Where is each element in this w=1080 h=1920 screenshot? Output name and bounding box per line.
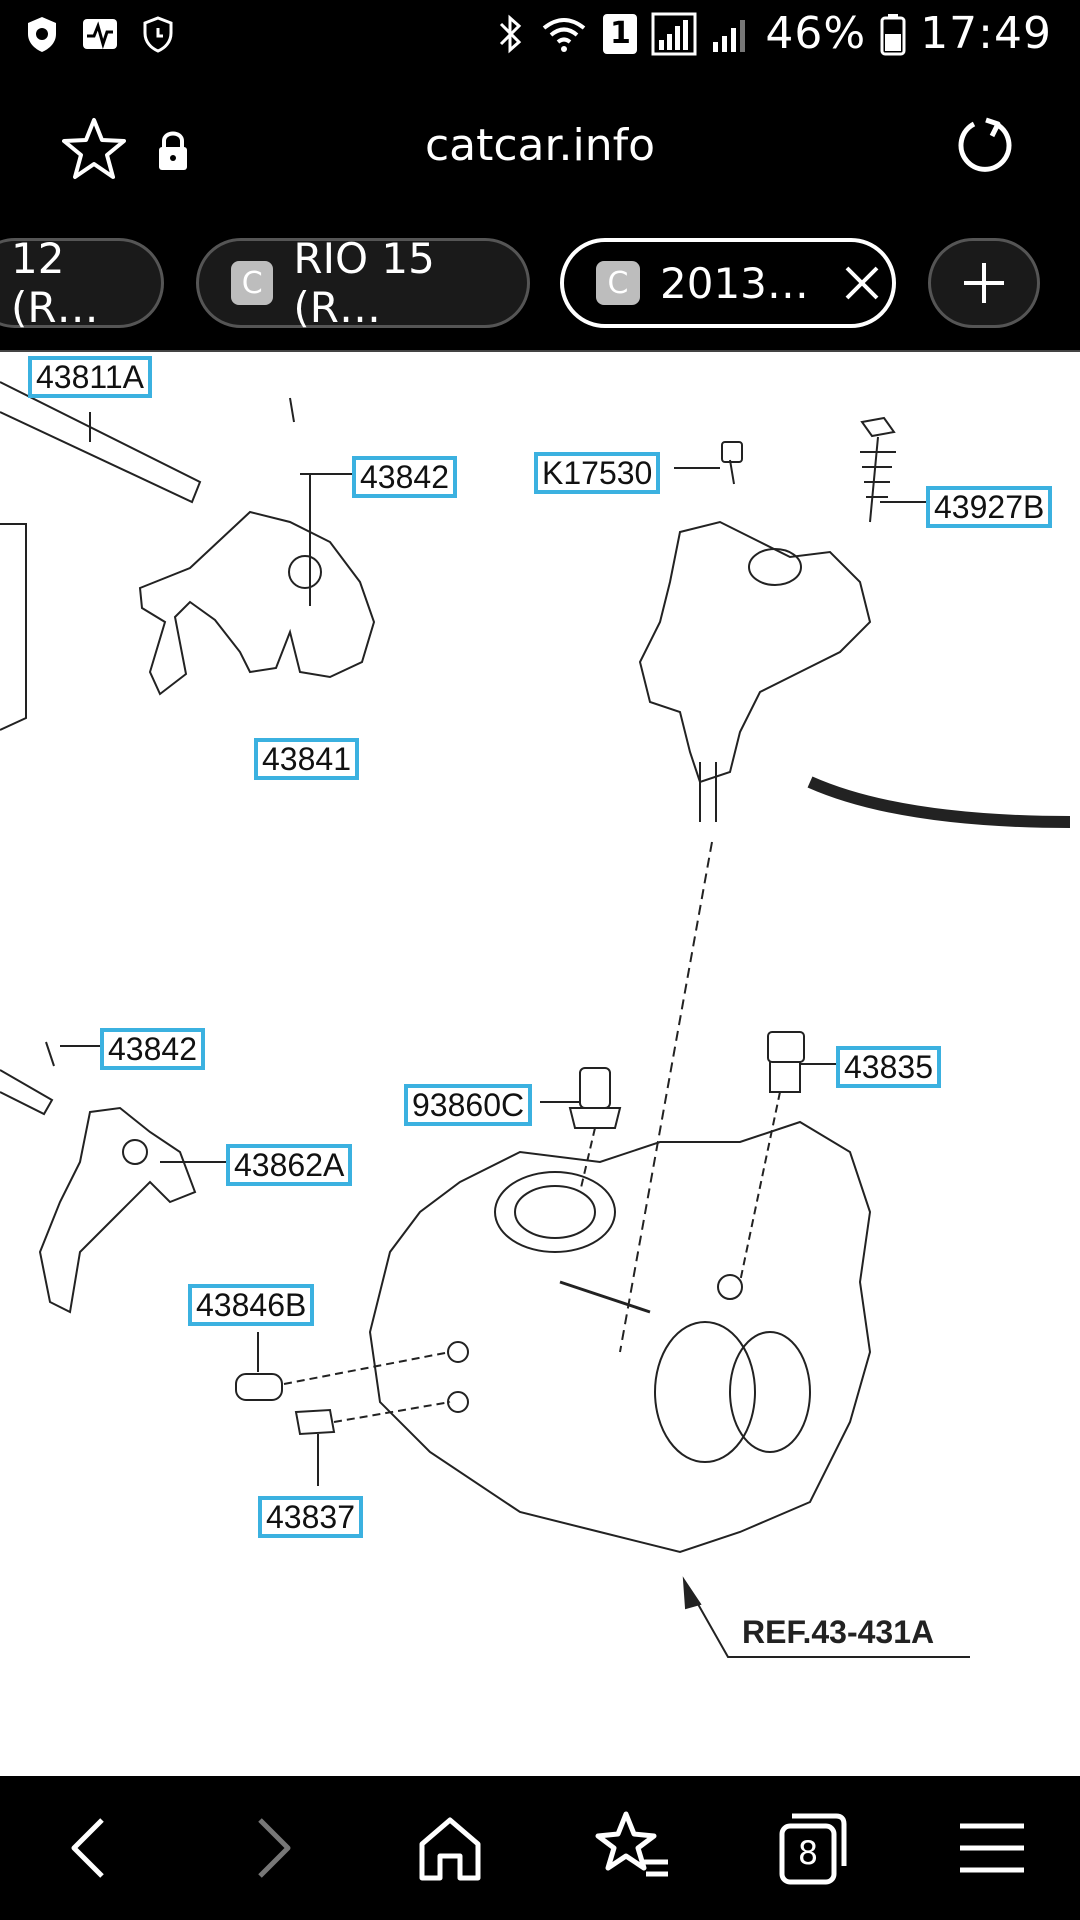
part-label-43835[interactable]: 43835 (836, 1046, 941, 1088)
tabs-icon (779, 1813, 847, 1885)
part-label-k17530[interactable]: K17530 (534, 452, 661, 494)
clock: 17:49 (920, 8, 1052, 59)
bookmarks-icon[interactable] (590, 1806, 674, 1890)
part-label-43842-top[interactable]: 43842 (352, 456, 457, 498)
activity-icon (83, 19, 117, 50)
menu-icon[interactable] (950, 1806, 1034, 1890)
reference-label: REF.43-431A (742, 1614, 935, 1650)
tabs-button[interactable]: 8 (770, 1806, 854, 1890)
tab-count: 8 (797, 1834, 819, 1872)
sim-badge: 1 (603, 13, 638, 54)
part-label-43811a[interactable]: 43811A (28, 356, 152, 398)
diagram-drawing (0, 381, 1071, 1658)
reload-icon[interactable] (954, 114, 1016, 176)
lock-icon (159, 131, 187, 170)
shield-badge-icon (28, 17, 56, 52)
part-label-43846b[interactable]: 43846B (188, 1284, 315, 1326)
back-icon[interactable] (48, 1806, 132, 1890)
new-tab-button[interactable] (928, 238, 1040, 328)
tab-strip: 12 (R… C RIO 15 (R… C 2013… (0, 220, 1080, 350)
battery-icon (880, 13, 906, 55)
home-icon[interactable] (408, 1806, 492, 1890)
forward-icon[interactable] (230, 1806, 314, 1890)
plus-icon (964, 263, 1004, 303)
tab-1[interactable]: 12 (R… (0, 234, 164, 332)
tab-3-favicon: C (596, 261, 640, 305)
part-label-43841[interactable]: 43841 (254, 738, 359, 780)
tab-2-favicon: C (231, 261, 274, 305)
battery-percent: 46% (765, 8, 867, 59)
bottom-navigation: 8 (0, 1776, 1080, 1920)
url-text[interactable]: catcar.info (424, 120, 656, 171)
tab-3-label: 2013… (660, 258, 809, 308)
bookmark-star-icon[interactable] (62, 116, 126, 180)
signal-strength-2-icon (713, 19, 746, 52)
shield-check-icon (143, 16, 173, 53)
parts-diagram: 43811A 43842 43841 K17530 43927B 43842 4… (0, 352, 1080, 1776)
part-label-43862a[interactable]: 43862A (226, 1144, 353, 1186)
tab-2[interactable]: C RIO 15 (R… (196, 234, 530, 332)
signal-strength-icon (651, 12, 697, 55)
part-label-43837[interactable]: 43837 (258, 1496, 363, 1538)
part-label-43842-bottom[interactable]: 43842 (100, 1028, 205, 1070)
wifi-icon (543, 17, 586, 52)
status-bar: 1 46% 17:49 (0, 0, 1080, 72)
close-tab-icon[interactable] (843, 264, 881, 302)
tab-2-label: RIO 15 (R… (293, 234, 435, 332)
divider (0, 350, 1080, 352)
part-label-43927b[interactable]: 43927B (926, 486, 1053, 528)
part-label-93860c[interactable]: 93860C (404, 1084, 533, 1126)
url-bar: catcar.info (0, 72, 1080, 220)
bluetooth-icon (500, 14, 522, 53)
tab-1-label: 12 (R… (11, 234, 99, 332)
tab-3[interactable]: C 2013… (560, 238, 896, 328)
